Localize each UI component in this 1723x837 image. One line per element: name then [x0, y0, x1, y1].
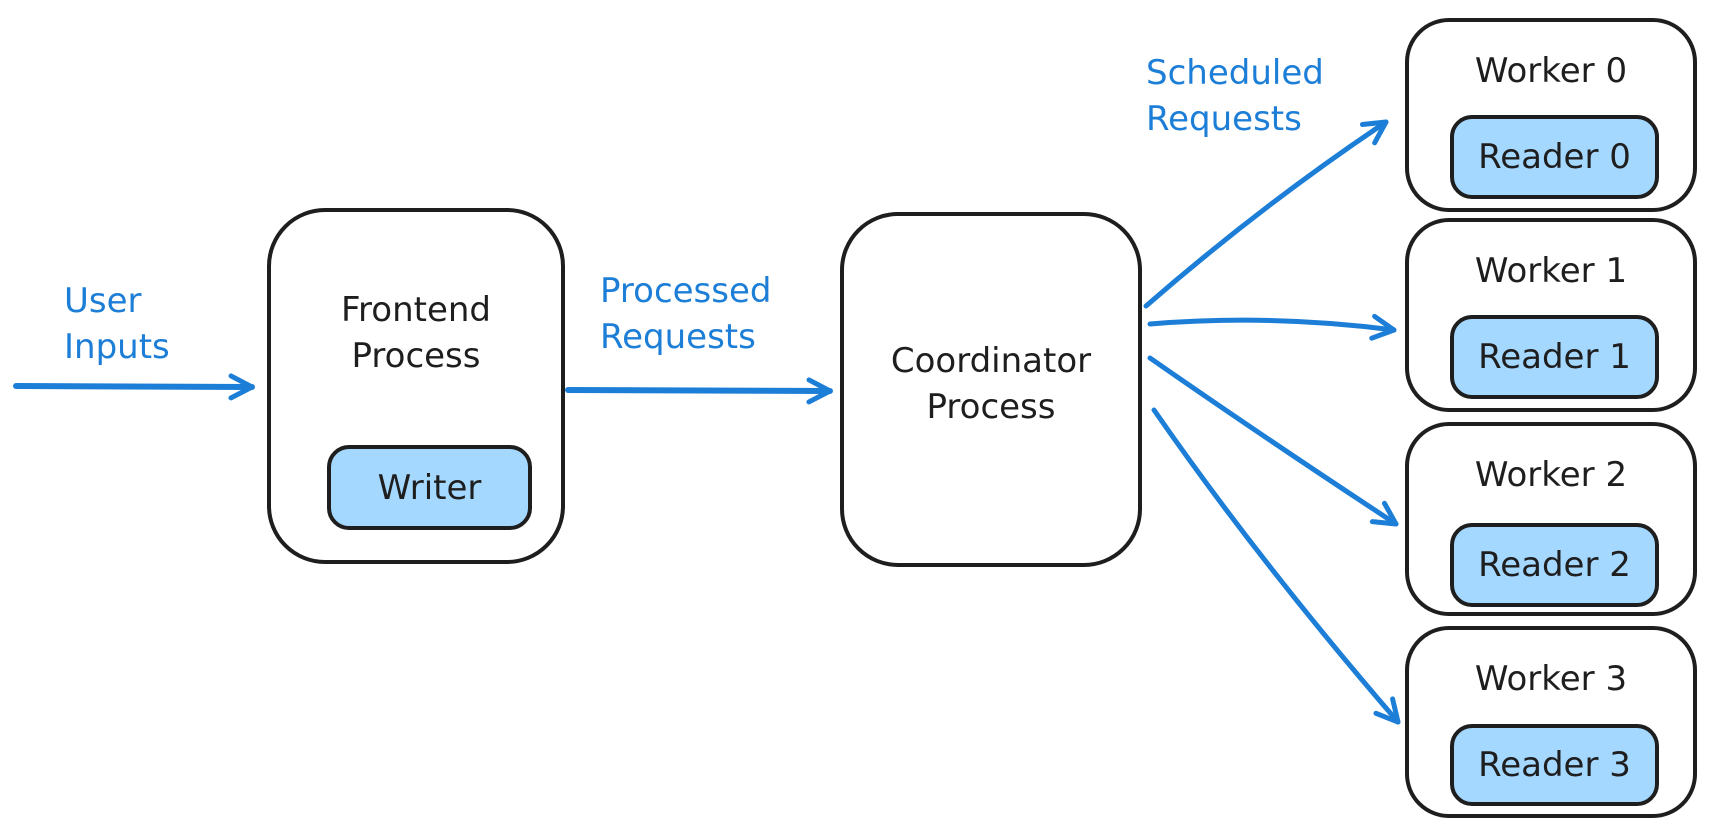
worker-label-0: Worker 0 — [1474, 51, 1628, 91]
frontend-process-label: Frontend Process — [340, 290, 492, 376]
reader-node-0: Reader 0 — [1450, 115, 1659, 199]
user-inputs-arrow — [13, 373, 255, 401]
scheduled-arrow-worker-3 — [1151, 407, 1401, 725]
writer-node: Writer — [327, 445, 532, 530]
coordinator-process-node: Coordinator Process — [840, 212, 1142, 567]
worker-label-1: Worker 1 — [1474, 251, 1628, 291]
scheduled-arrow-worker-1 — [1147, 313, 1397, 341]
frontend-process-node: Frontend Process Writer — [267, 208, 565, 564]
user-inputs-label: User Inputs — [64, 281, 170, 367]
processed-requests-label: Processed Requests — [600, 271, 772, 357]
worker-label-2: Worker 2 — [1474, 455, 1628, 495]
scheduled-arrow-worker-0 — [1143, 119, 1389, 309]
worker-label-3: Worker 3 — [1474, 659, 1628, 699]
worker-node-1: Worker 1 Reader 1 — [1405, 218, 1697, 412]
reader-label-3: Reader 3 — [1478, 745, 1631, 785]
scheduled-requests-label: Scheduled Requests — [1146, 53, 1324, 139]
worker-node-3: Worker 3 Reader 3 — [1405, 626, 1697, 818]
worker-node-0: Worker 0 Reader 0 — [1405, 18, 1697, 212]
reader-node-2: Reader 2 — [1450, 523, 1659, 607]
scheduled-arrow-worker-2 — [1147, 355, 1399, 527]
reader-node-1: Reader 1 — [1450, 315, 1659, 399]
reader-label-1: Reader 1 — [1478, 337, 1631, 377]
writer-label: Writer — [377, 467, 482, 508]
reader-node-3: Reader 3 — [1450, 724, 1659, 806]
worker-node-2: Worker 2 Reader 2 — [1405, 422, 1697, 616]
processed-requests-arrow — [565, 377, 833, 405]
reader-label-0: Reader 0 — [1478, 137, 1631, 177]
reader-label-2: Reader 2 — [1478, 545, 1631, 585]
coordinator-process-label: Coordinator Process — [890, 341, 1092, 427]
